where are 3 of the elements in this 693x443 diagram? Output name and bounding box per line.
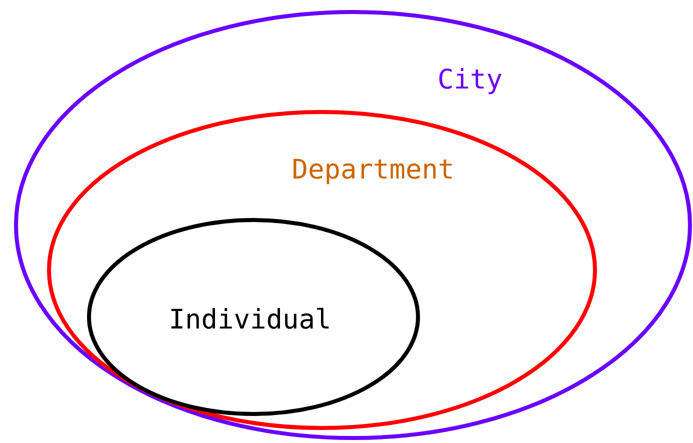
group-label: Department — [292, 154, 454, 186]
group-label: Individual — [168, 304, 332, 336]
group-label: City — [437, 64, 503, 96]
